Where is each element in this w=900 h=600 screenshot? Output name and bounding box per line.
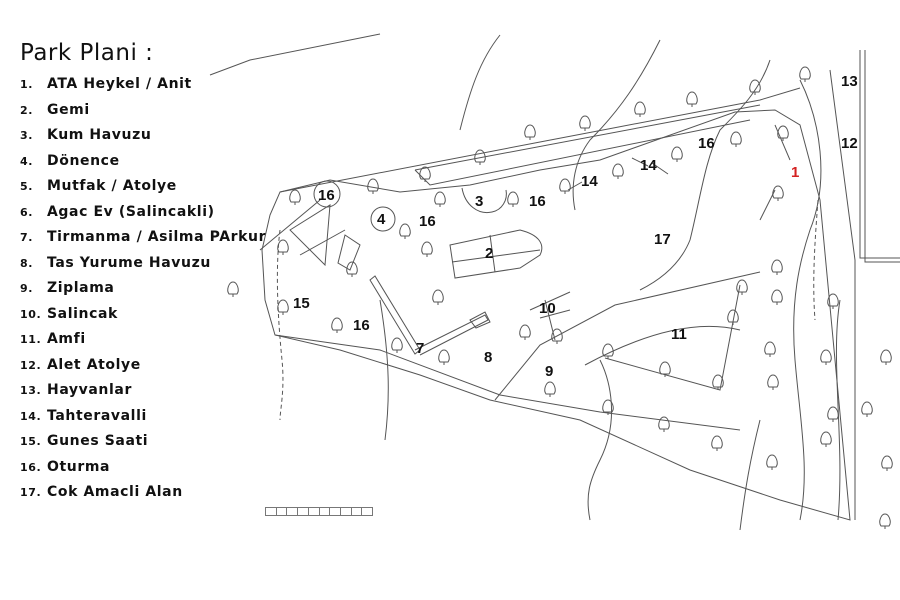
scale-bar-segment bbox=[320, 508, 331, 515]
scale-bar-segment bbox=[330, 508, 341, 515]
legend-item-number: 3. bbox=[20, 129, 34, 142]
legend-item-number: 8. bbox=[20, 256, 34, 270]
legend-item: 5. Mutfak / Atolye bbox=[20, 174, 270, 200]
legend-item-number: 7. bbox=[20, 231, 34, 244]
legend-item-label: Agac Ev (Salincakli) bbox=[47, 203, 215, 220]
legend-item: 4. Dönence bbox=[20, 149, 270, 175]
area-label: 16 bbox=[529, 193, 546, 210]
legend-item-number: 5. bbox=[20, 180, 34, 193]
legend-item-label: Gemi bbox=[47, 101, 90, 118]
area-label: 3 bbox=[475, 193, 483, 210]
legend-item-label: Amfi bbox=[47, 331, 86, 347]
legend-item-label: Dönence bbox=[47, 152, 120, 169]
trees bbox=[227, 66, 893, 530]
legend-item-label: ATA Heykel / Anit bbox=[47, 76, 192, 92]
legend-item-label: Oturma bbox=[47, 458, 111, 475]
area-label: 12 bbox=[841, 135, 858, 152]
area-label: 15 bbox=[293, 295, 310, 312]
scale-bar-segment bbox=[287, 508, 299, 515]
legend-item: 1. ATA Heykel / Anit bbox=[20, 72, 270, 98]
scale-bar-segment bbox=[266, 508, 277, 515]
legend-item-number: 16. bbox=[20, 460, 42, 474]
legend-item-label: Hayvanlar bbox=[47, 382, 132, 398]
legend-item: 13. Hayvanlar bbox=[20, 378, 270, 404]
legend-item: 16. Oturma bbox=[20, 455, 270, 481]
area-label: 13 bbox=[841, 73, 858, 90]
legend-item-number: 15. bbox=[20, 435, 42, 448]
legend-title: Park Plani : bbox=[20, 40, 154, 66]
legend-item-label: Mutfak / Atolye bbox=[47, 178, 177, 194]
scale-bar-segment bbox=[341, 508, 352, 515]
legend-item-label: Salincak bbox=[47, 305, 118, 322]
legend-item: 9. Ziplama bbox=[20, 276, 270, 302]
legend-item: 12. Alet Atolye bbox=[20, 353, 270, 379]
legend-item-number: 6. bbox=[20, 205, 34, 219]
area-number-labels: 1 2 3 4 7 8 9 10 11 12 13 14 14 15 16 16… bbox=[293, 73, 858, 380]
legend-item: 7. Tirmanma / Asilma PArkur bbox=[20, 225, 270, 251]
scale-bar bbox=[265, 507, 373, 516]
legend-item: 17. Cok Amacli Alan bbox=[20, 480, 270, 506]
scale-bar-segment bbox=[309, 508, 320, 515]
legend-item: 15. Gunes Saati bbox=[20, 429, 270, 455]
legend-item-number: 11. bbox=[20, 333, 42, 346]
legend-item-number: 12. bbox=[20, 358, 42, 372]
area-label: 4 bbox=[377, 211, 386, 228]
legend-item: 8. Tas Yurume Havuzu bbox=[20, 251, 270, 277]
area-label: 16 bbox=[318, 187, 335, 204]
scale-bar-segment bbox=[277, 508, 288, 515]
scale-bar-segment bbox=[352, 508, 363, 515]
legend-item: 11. Amfi bbox=[20, 327, 270, 353]
legend-item-label: Gunes Saati bbox=[47, 433, 149, 449]
area-label: 7 bbox=[416, 340, 424, 357]
area-label: 16 bbox=[353, 317, 370, 334]
park-plan-legend: Park Plani : 1.ATA Heykel / Anit 2.Gemi … bbox=[20, 40, 270, 506]
legend-item: 10. Salincak bbox=[20, 302, 270, 328]
area-label: 9 bbox=[545, 363, 553, 380]
area-label: 8 bbox=[484, 349, 492, 366]
legend-item-label: Kum Havuzu bbox=[47, 127, 152, 143]
legend-list: 1.ATA Heykel / Anit 2.Gemi 3.Kum Havuzu … bbox=[20, 72, 270, 506]
scale-bar-segment bbox=[362, 508, 372, 515]
legend-item-number: 4. bbox=[20, 154, 34, 168]
plan-lines bbox=[209, 33, 900, 531]
area-label: 1 bbox=[791, 164, 799, 181]
legend-item-number: 14. bbox=[20, 409, 42, 423]
legend-item: 2. Gemi bbox=[20, 98, 270, 124]
legend-item-number: 9. bbox=[20, 282, 34, 295]
legend-item-number: 1. bbox=[20, 78, 34, 91]
legend-item-label: Cok Amacli Alan bbox=[47, 484, 183, 500]
area-label: 11 bbox=[671, 326, 687, 343]
area-label: 16 bbox=[698, 135, 715, 152]
legend-item: 3. Kum Havuzu bbox=[20, 123, 270, 149]
legend-item-number: 17. bbox=[20, 486, 42, 499]
area-label: 17 bbox=[654, 231, 671, 248]
scale-bar-segment bbox=[298, 508, 309, 515]
legend-item: 14. Tahteravalli bbox=[20, 404, 270, 430]
legend-item-number: 2. bbox=[20, 103, 34, 117]
legend-item-label: Tirmanma / Asilma PArkur bbox=[47, 229, 267, 245]
area-label: 14 bbox=[640, 157, 657, 174]
legend-item-label: Tas Yurume Havuzu bbox=[47, 254, 211, 271]
legend-item-label: Alet Atolye bbox=[47, 356, 141, 373]
legend-item-label: Ziplama bbox=[47, 280, 115, 296]
legend-item-label: Tahteravalli bbox=[47, 407, 147, 424]
legend-item-number: 10. bbox=[20, 307, 42, 321]
legend-item-number: 13. bbox=[20, 384, 42, 397]
area-label: 14 bbox=[581, 173, 598, 190]
area-label: 16 bbox=[419, 213, 436, 230]
area-label: 2 bbox=[485, 245, 493, 262]
area-label: 10 bbox=[539, 300, 556, 317]
legend-item: 6. Agac Ev (Salincakli) bbox=[20, 200, 270, 226]
